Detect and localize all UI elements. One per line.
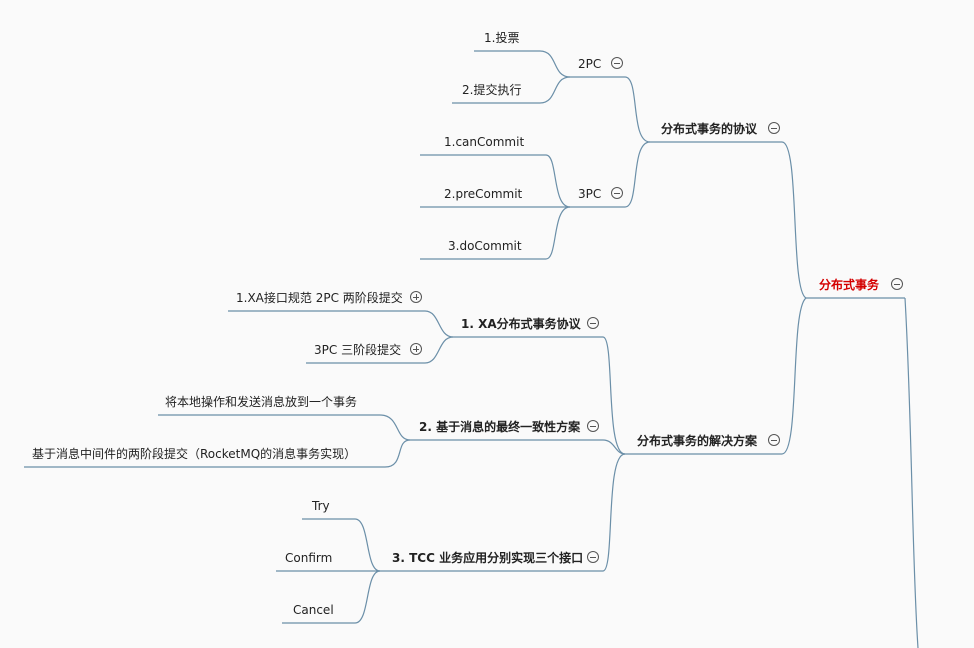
xa-item-3pc-expand-icon[interactable] [410,343,422,355]
link-solutions-mq [602,439,626,455]
link-2pc-item1 [474,50,571,78]
link-root-protocols [781,141,807,299]
mq-item-rocketmq[interactable]: 基于消息中间件的两阶段提交（RocketMQ的消息事务实现） [32,447,357,461]
root-collapse-icon[interactable] [891,278,903,290]
link-xa-item1 [228,310,454,338]
3pc-item-precommit[interactable]: 2.preCommit [444,187,523,201]
link-protocols-3pc [624,141,651,208]
link-mq-item1 [158,414,411,441]
mq-item-local[interactable]: 将本地操作和发送消息放到一个事务 [165,395,358,409]
tcc-topic[interactable]: 3. TCC 业务应用分别实现三个接口 [392,551,584,565]
link-protocols-2pc [624,76,651,143]
link-xa-item2 [306,336,454,364]
xa-item-2pc-expand-icon[interactable] [410,291,422,303]
xa-topic[interactable]: 1. XA分布式事务协议 [461,317,581,331]
link-tcc-item1 [302,518,381,572]
tcc-collapse-icon[interactable] [587,551,599,563]
tcc-item-cancel[interactable]: Cancel [293,603,334,617]
tcc-item-confirm[interactable]: Confirm [285,551,333,565]
link-solutions-xa [602,336,626,455]
root-trunk [904,297,919,648]
solutions-collapse-icon[interactable] [768,434,780,446]
xa-item-2pc[interactable]: 1.XA接口规范 2PC 两阶段提交 [236,291,403,305]
2pc-item-commit[interactable]: 2.提交执行 [462,83,522,97]
3pc-item-docommit[interactable]: 3.doCommit [448,239,522,253]
link-2pc-item2 [452,76,571,104]
link-3pc-item1 [420,154,571,208]
3pc-topic[interactable]: 3PC [578,187,602,201]
root-topic[interactable]: 分布式事务 [819,278,880,292]
mq-topic[interactable]: 2. 基于消息的最终一致性方案 [419,420,581,434]
xa-item-3pc[interactable]: 3PC 三阶段提交 [314,343,402,357]
2pc-topic[interactable]: 2PC [578,57,602,71]
link-solutions-tcc [602,453,626,572]
link-mq-item2 [24,439,411,468]
protocols-collapse-icon[interactable] [768,122,780,134]
tcc-item-try[interactable]: Try [312,499,330,513]
solutions-topic[interactable]: 分布式事务的解决方案 [637,434,758,448]
link-tcc-item3 [282,570,381,624]
2pc-item-vote[interactable]: 1.投票 [484,31,520,45]
3pc-item-cancommit[interactable]: 1.canCommit [444,135,525,149]
2pc-collapse-icon[interactable] [611,57,623,69]
protocols-topic[interactable]: 分布式事务的协议 [661,122,758,136]
link-root-solutions [781,297,807,455]
3pc-collapse-icon[interactable] [611,187,623,199]
link-3pc-item3 [420,206,571,260]
xa-collapse-icon[interactable] [587,317,599,329]
mq-collapse-icon[interactable] [587,420,599,432]
